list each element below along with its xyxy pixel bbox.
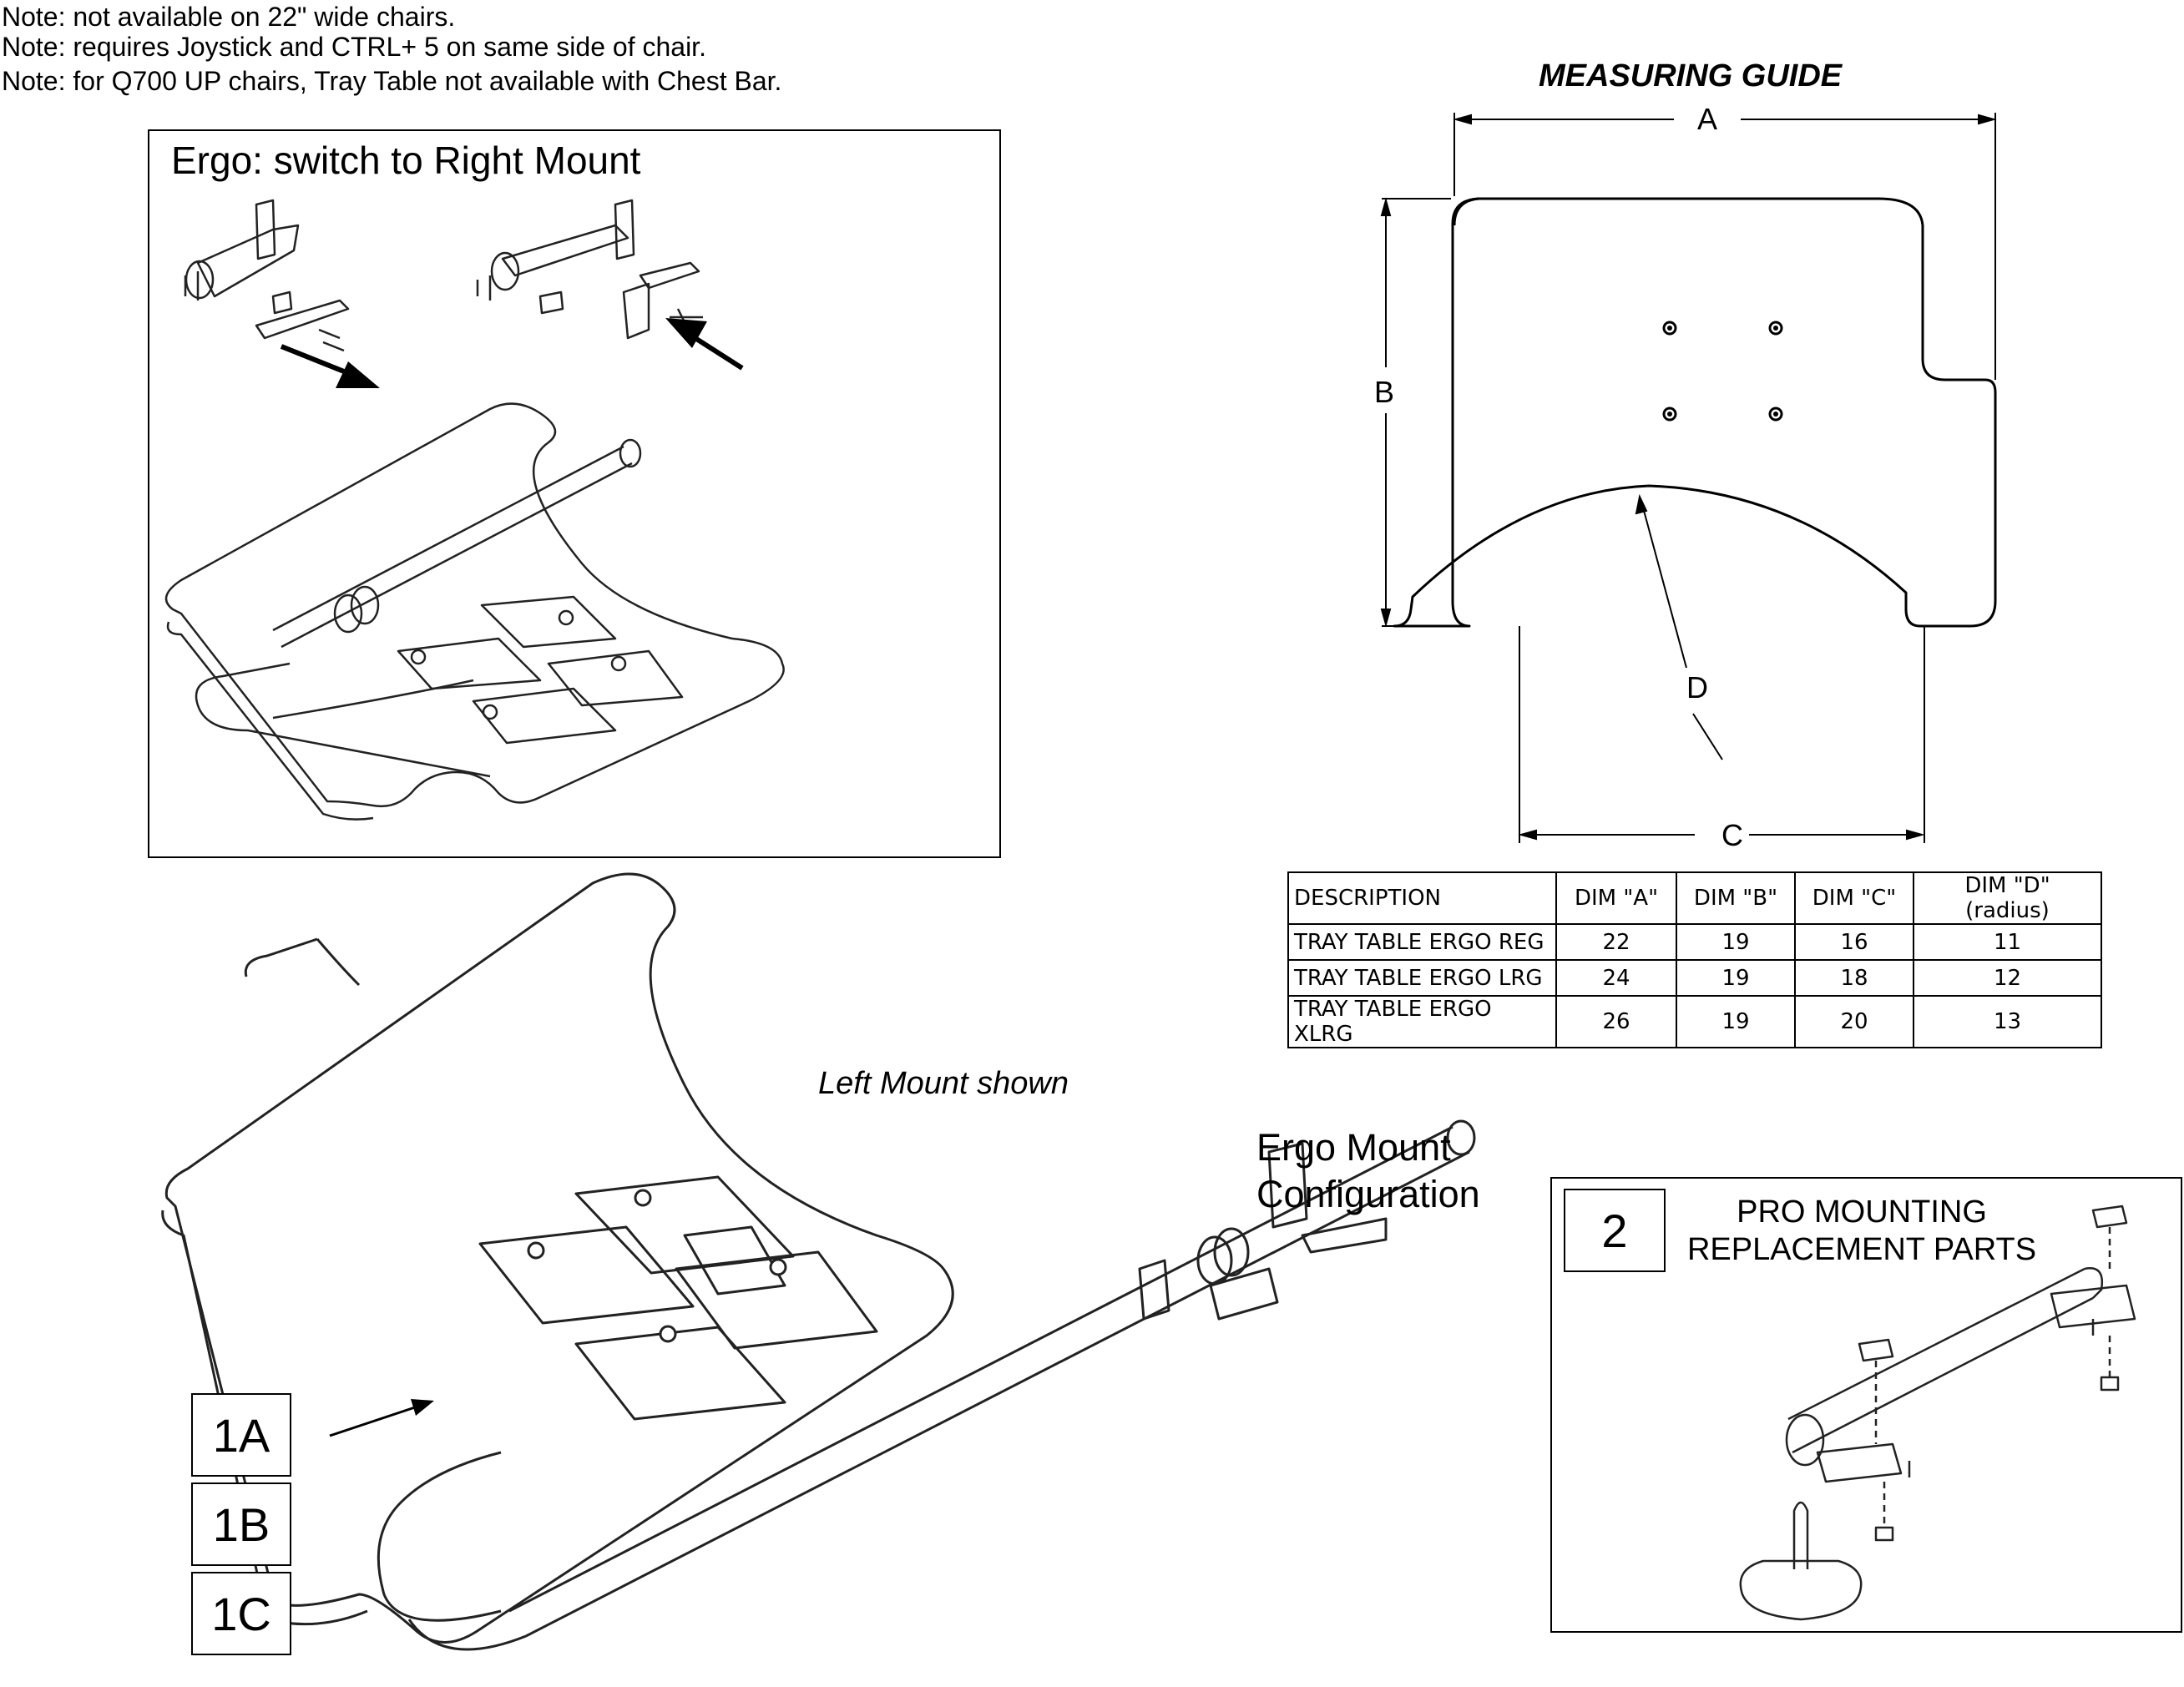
arrow-in-icon [665,318,744,371]
measuring-guide-drawing: A B C D [1374,102,1997,851]
cell-dim-a: 24 [1555,959,1677,997]
part-label-1a: 1A [191,1393,291,1477]
main-tray-drawing [161,872,1476,1651]
table-row: TRAY TABLE ERGO XLRG 26 19 20 13 [1287,995,2102,1048]
part-label-2: 2 [1564,1189,1666,1272]
pro-title-line1: PRO MOUNTING [1737,1195,1987,1230]
table-row: TRAY TABLE ERGO LRG 24 19 18 12 [1287,959,2102,997]
dim-c-label: C [1721,818,1743,851]
cell-dim-d: 13 [1913,995,2102,1048]
inset-drawing [164,199,785,821]
note-q700: Note: for Q700 UP chairs, Tray Table not… [2,66,782,96]
main-tray-outline [164,872,954,1644]
table-row: TRAY TABLE ERGO REG 22 19 16 11 [1287,923,2102,961]
dimension-arrows [1380,114,1997,841]
part-label-1c: 1C [191,1572,291,1655]
header-dim-c: DIM "C" [1794,871,1914,925]
leader-arrow-icon [329,1399,434,1437]
cell-dim-d: 12 [1913,959,2102,997]
cell-dim-c: 18 [1794,959,1914,997]
header-dim-a: DIM "A" [1555,871,1677,925]
cell-dim-a: 22 [1555,923,1677,961]
left-mount-caption: Left Mount shown [818,1066,1069,1101]
part-label-1b: 1B [191,1482,291,1566]
header-dim-d: DIM "D" (radius) [1913,871,2102,925]
pro-parts-drawing [1739,1205,2136,1621]
right-clamp-drawing [476,199,703,340]
mounting-holes [1662,321,1783,422]
inset-title: Ergo: switch to Right Mount [171,139,641,182]
guide-title: MEASURING GUIDE [1539,58,1843,93]
cell-dim-b: 19 [1676,995,1796,1048]
note-joystick: Note: requires Joystick and CTRL+ 5 on s… [2,32,706,62]
ergo-config-line1: Ergo Mount [1256,1126,1451,1169]
cell-dim-d: 11 [1913,923,2102,961]
cell-dim-c: 20 [1794,995,1914,1048]
cell-dim-b: 19 [1676,923,1796,961]
tray-template-outline [1393,197,1997,628]
header-description: DESCRIPTION [1287,871,1557,925]
arrow-out-icon [280,344,380,388]
table-header-row: DESCRIPTION DIM "A" DIM "B" DIM "C" DIM … [1287,871,2102,925]
cell-description: TRAY TABLE ERGO LRG [1287,959,1557,997]
inset-tray-outline [164,402,785,808]
cell-description: TRAY TABLE ERGO REG [1287,923,1557,961]
cell-dim-a: 26 [1555,995,1677,1048]
pro-title-line2: REPLACEMENT PARTS [1686,1232,2037,1267]
left-clamp-drawing [184,199,350,352]
cell-description: TRAY TABLE ERGO XLRG [1287,995,1557,1048]
cell-dim-c: 16 [1794,923,1914,961]
header-dim-b: DIM "B" [1676,871,1796,925]
dimensions-table: DESCRIPTION DIM "A" DIM "B" DIM "C" DIM … [1287,871,2102,1048]
dim-b-label: B [1374,375,1394,409]
dim-d-label: D [1686,670,1708,705]
ergo-config-line2: Configuration [1256,1173,1480,1215]
cell-dim-b: 19 [1676,959,1796,997]
note-22-wide: Note: not available on 22" wide chairs. [2,2,456,32]
dim-a-label: A [1697,102,1717,136]
